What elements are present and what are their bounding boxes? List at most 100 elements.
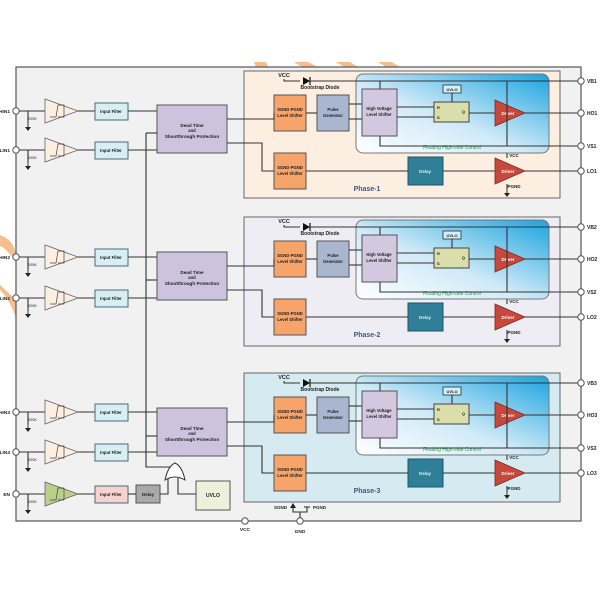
vcc-label: VCC <box>278 73 290 79</box>
dead-time-text: and <box>188 431 196 436</box>
sgnd-icon <box>290 503 296 508</box>
output-pin-vs3[interactable] <box>577 444 585 452</box>
dead-time-shootthrough-protection <box>156 251 228 301</box>
sgnd-pgnd-level-shifter-high <box>273 94 307 132</box>
wire <box>160 478 169 495</box>
dead-time-text: Shootthrough Protection <box>165 134 220 139</box>
vcc-wire <box>283 225 300 228</box>
output-pin-vb2[interactable] <box>577 223 585 231</box>
high-side-driver <box>494 99 527 127</box>
hv-shifter-text: Level Shifter <box>366 112 392 117</box>
driver-pgnd-label: PGND <box>507 486 521 491</box>
input-pin-label: LIN3 <box>0 450 10 456</box>
output-pin-vs2[interactable] <box>577 288 585 296</box>
hysteresis-icon <box>50 291 65 305</box>
bootstrap-diode-icon <box>303 77 310 85</box>
driver-vcc-label: VCC <box>509 153 519 158</box>
uvlo-main-text: UVLO <box>206 493 220 499</box>
input-pin-hin1[interactable] <box>12 107 20 115</box>
vcc-wire <box>283 79 300 82</box>
output-pin-lo1[interactable] <box>577 167 585 175</box>
input-pin-lin3[interactable] <box>12 448 20 456</box>
output-pin-lo3[interactable] <box>577 469 585 477</box>
watermark-stripes <box>0 62 400 318</box>
pulldown-resistor-label: 200K <box>28 156 37 160</box>
input-pin-en[interactable] <box>12 490 20 498</box>
delay-text: Delay <box>419 471 432 476</box>
hysteresis-icon <box>50 445 65 459</box>
ground-arrow <box>25 127 31 131</box>
bootstrap-diode-icon <box>303 223 310 231</box>
ground-arrow <box>504 495 510 499</box>
output-pin-vb3[interactable] <box>577 379 585 387</box>
input-pin-hin2[interactable] <box>12 253 20 261</box>
gnd-pin[interactable] <box>296 517 304 525</box>
vcc-pin-label: VCC <box>240 527 251 533</box>
sgnd-pgnd-level-shifter-low <box>273 298 307 336</box>
pulse-generator-text: Generator <box>323 259 343 264</box>
wire <box>177 478 196 495</box>
input-pin-hin3[interactable] <box>12 408 20 416</box>
input-filter-text: Input Filter <box>100 148 122 153</box>
phase-label: Phase-3 <box>354 488 381 495</box>
input-pin-label: LIN2 <box>0 296 10 302</box>
level-shifter-text: SGND-PGND <box>277 467 303 472</box>
output-pin-label: VB2 <box>587 225 597 231</box>
latch-q: Q <box>462 255 465 260</box>
rs-latch <box>433 247 470 269</box>
level-shifter-text: SGND-PGND <box>277 165 303 170</box>
sgnd-pgnd-level-shifter-high <box>273 240 307 278</box>
level-shifter-text: SGND-PGND <box>277 107 303 112</box>
low-side-driver <box>494 459 527 487</box>
output-pin-lo2[interactable] <box>577 313 585 321</box>
hysteresis-icon <box>50 143 65 157</box>
output-pin-label: HO3 <box>587 413 598 419</box>
high-side-driver <box>494 401 527 429</box>
latch-r: R <box>437 251 440 256</box>
input-pin-lin2[interactable] <box>12 294 20 302</box>
output-pin-label: LO3 <box>587 471 597 477</box>
output-pin-ho1[interactable] <box>577 109 585 117</box>
output-pin-label: VB3 <box>587 381 597 387</box>
pulldown-ground-icon <box>25 123 31 131</box>
input-pin-lin1[interactable] <box>12 146 20 154</box>
output-pin-vb1[interactable] <box>577 77 585 85</box>
driver-vcc-label: VCC <box>509 299 519 304</box>
input-pin-label: EN <box>3 492 10 498</box>
input-filter-text: Input Filter <box>100 450 122 455</box>
hv-shifter-text: High Voltage <box>366 106 392 111</box>
pulldown-ground-icon <box>25 269 31 277</box>
hysteresis-icon <box>50 405 65 419</box>
output-pin-ho2[interactable] <box>577 255 585 263</box>
pgnd-label: PGND <box>313 505 327 510</box>
output-pin-ho3[interactable] <box>577 411 585 419</box>
pulldown-ground-icon <box>25 464 31 472</box>
driver-text: Driver <box>501 111 514 116</box>
output-pin-label: VS2 <box>587 290 597 296</box>
hv-shifter-text: High Voltage <box>366 408 392 413</box>
wire-high <box>227 113 275 120</box>
output-pin-label: HO2 <box>587 257 598 263</box>
driver-text: Driver <box>501 169 514 174</box>
wire-low <box>227 445 274 474</box>
vcc-pin[interactable] <box>241 517 249 525</box>
pulse-generator-text: Generator <box>323 113 343 118</box>
dead-time-shootthrough-protection <box>156 407 228 457</box>
vs-wire <box>506 81 581 147</box>
dead-time-text: and <box>188 275 196 280</box>
ground-arrow <box>25 468 31 472</box>
output-pin-vs1[interactable] <box>577 142 585 150</box>
low-side-driver <box>494 303 527 331</box>
pulse-generator <box>316 396 350 434</box>
output-pin-label: VB1 <box>587 79 597 85</box>
level-shifter-text: Level Shifter <box>277 171 303 176</box>
ground-arrow <box>504 339 510 343</box>
high-side-driver <box>494 245 527 273</box>
wire <box>300 507 308 513</box>
